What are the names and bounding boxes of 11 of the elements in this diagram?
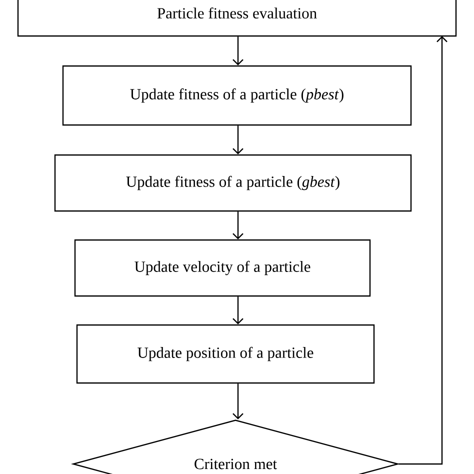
arrow [232,126,244,154]
process-box: Update fitness of a particle (pbest) [62,65,412,126]
process-box: Update velocity of a particle [74,239,371,297]
process-box: Update position of a particle [76,324,375,384]
process-box: Update fitness of a particle (gbest) [54,154,412,212]
process-box: Particle fitness evaluation [17,0,457,37]
arrow [232,36,244,66]
arrow [398,36,448,465]
arrow [232,212,244,240]
arrow [232,296,244,324]
arrow [232,384,244,420]
